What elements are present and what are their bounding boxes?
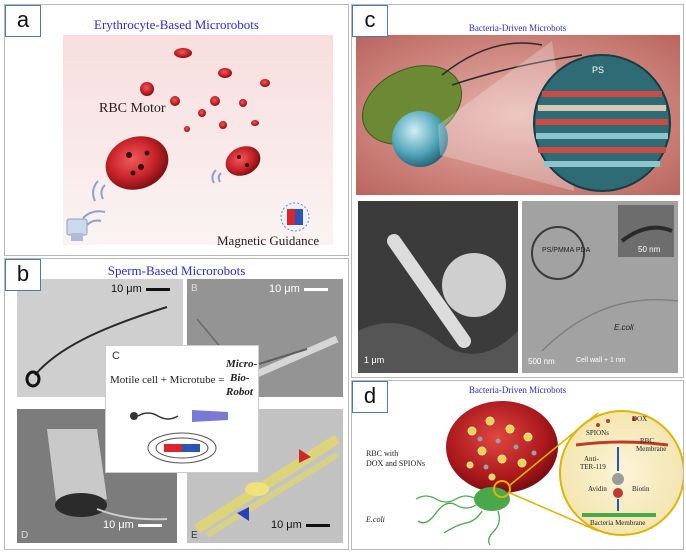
floating-rbc-cells (140, 48, 270, 132)
ultrasound-transducer-icon (66, 218, 88, 241)
cell-wall-label: Cell wall + 1 nm (576, 357, 626, 364)
rbc-bacteria-illustration (415, 401, 683, 546)
sem-scale-bar: 1 μm (364, 355, 385, 365)
rbc-motor-large (105, 136, 169, 190)
bacteria-microbot-illustration (356, 35, 680, 195)
avidin-label: Avidin (588, 485, 607, 493)
equation-left: Motile cell + Microtube = (110, 374, 225, 386)
tem-scale-bar: 500 nm (528, 357, 555, 366)
dox-label: DOX (632, 415, 648, 423)
ecoli-label-d: E.coli (366, 515, 385, 524)
panel-a-title: Erythrocyte-Based Microrobots (94, 17, 259, 32)
anti-ter-label-1: Anti- (584, 455, 599, 463)
equation-right-3: Robot (226, 386, 253, 398)
rbc-motor-label: RBC Motor (99, 101, 166, 116)
scale-bar-label-1: 10 μm (111, 283, 170, 295)
panel-d-tag: d (352, 381, 388, 413)
sem-micrograph: 1 μm (358, 201, 518, 373)
magnet-icon (280, 202, 310, 232)
rbc-membrane-label-2: Membrane (636, 445, 667, 453)
coating-layers (536, 91, 668, 167)
panel-c-tag: c (352, 5, 388, 37)
magnetic-guidance-label: Magnetic Guidance (217, 233, 320, 248)
ps-label: PS (592, 65, 605, 75)
micro-bio-robot-inset: C Motile cell + Microtube = Micro- Bio- … (105, 345, 259, 473)
flagella (415, 495, 500, 546)
biotin-label: Biotin (632, 485, 650, 493)
panel-d: d Bacteria-Driven Microbots (351, 380, 684, 550)
sound-waves (82, 169, 222, 226)
drug-particles (466, 416, 533, 481)
rbc-label-line-2: DOX and SPIONs (366, 459, 426, 468)
sub-label-e: E (191, 530, 198, 541)
tem-scale-bar-inset: 50 nm (638, 245, 661, 254)
scale-bar-label-2: 10 μm (269, 283, 328, 295)
panel-a: a Erythrocyte-Based Microrobots (4, 4, 349, 256)
tem-micrograph: PS/PMMA PDA 50 nm E.coli Cell wall + 1 n… (522, 201, 678, 373)
sub-label-c: C (112, 350, 120, 362)
panel-b-title: Sperm-Based Microrobots (107, 263, 246, 278)
sperm-micrograph-b: B 10 μm (187, 279, 343, 397)
panel-c: c Bacteria-Driven Microbots PS (351, 4, 684, 378)
panel-b: b Sperm-Based Microrobots 10 μm B 10 μm … (4, 258, 349, 550)
polystyrene-bead (392, 111, 448, 167)
scale-bar-label-4: 10 μm (271, 519, 330, 531)
pspmma-label: PS/PMMA PDA (542, 247, 591, 254)
rbc-membrane-label-1: RBC (640, 437, 655, 445)
equation-right-1: Micro- (226, 358, 258, 370)
sub-label-d: D (21, 530, 29, 541)
spion-particles (477, 436, 537, 470)
anti-ter-label-2: TER-119 (580, 463, 606, 471)
rbc-carrier (446, 401, 558, 493)
panel-b-tag: b (5, 259, 41, 291)
scale-bar-label-3: 10 μm (103, 519, 162, 531)
panel-d-title: Bacteria-Driven Microbots (468, 385, 567, 395)
sperm-micrograph-d: D 10 μm (17, 409, 177, 543)
panel-c-title: Bacteria-Driven Microbots (468, 23, 567, 33)
sub-label-b: B (191, 283, 198, 294)
equation-right-2: Bio- (230, 372, 250, 384)
panel-a-tag: a (5, 5, 41, 37)
sperm-tube-diagram (130, 410, 228, 464)
rbc-label-line-1: RBC with (366, 449, 399, 458)
rbc-motor-small (225, 146, 261, 176)
ecoli-label-c: E.coli (614, 323, 634, 332)
bacteria-membrane-label: Bacteria Membrane (590, 519, 646, 527)
spions-label: SPIONs (586, 429, 609, 437)
ecoli-bacterium-d (474, 487, 510, 511)
erythrocyte-illustration (63, 35, 333, 245)
